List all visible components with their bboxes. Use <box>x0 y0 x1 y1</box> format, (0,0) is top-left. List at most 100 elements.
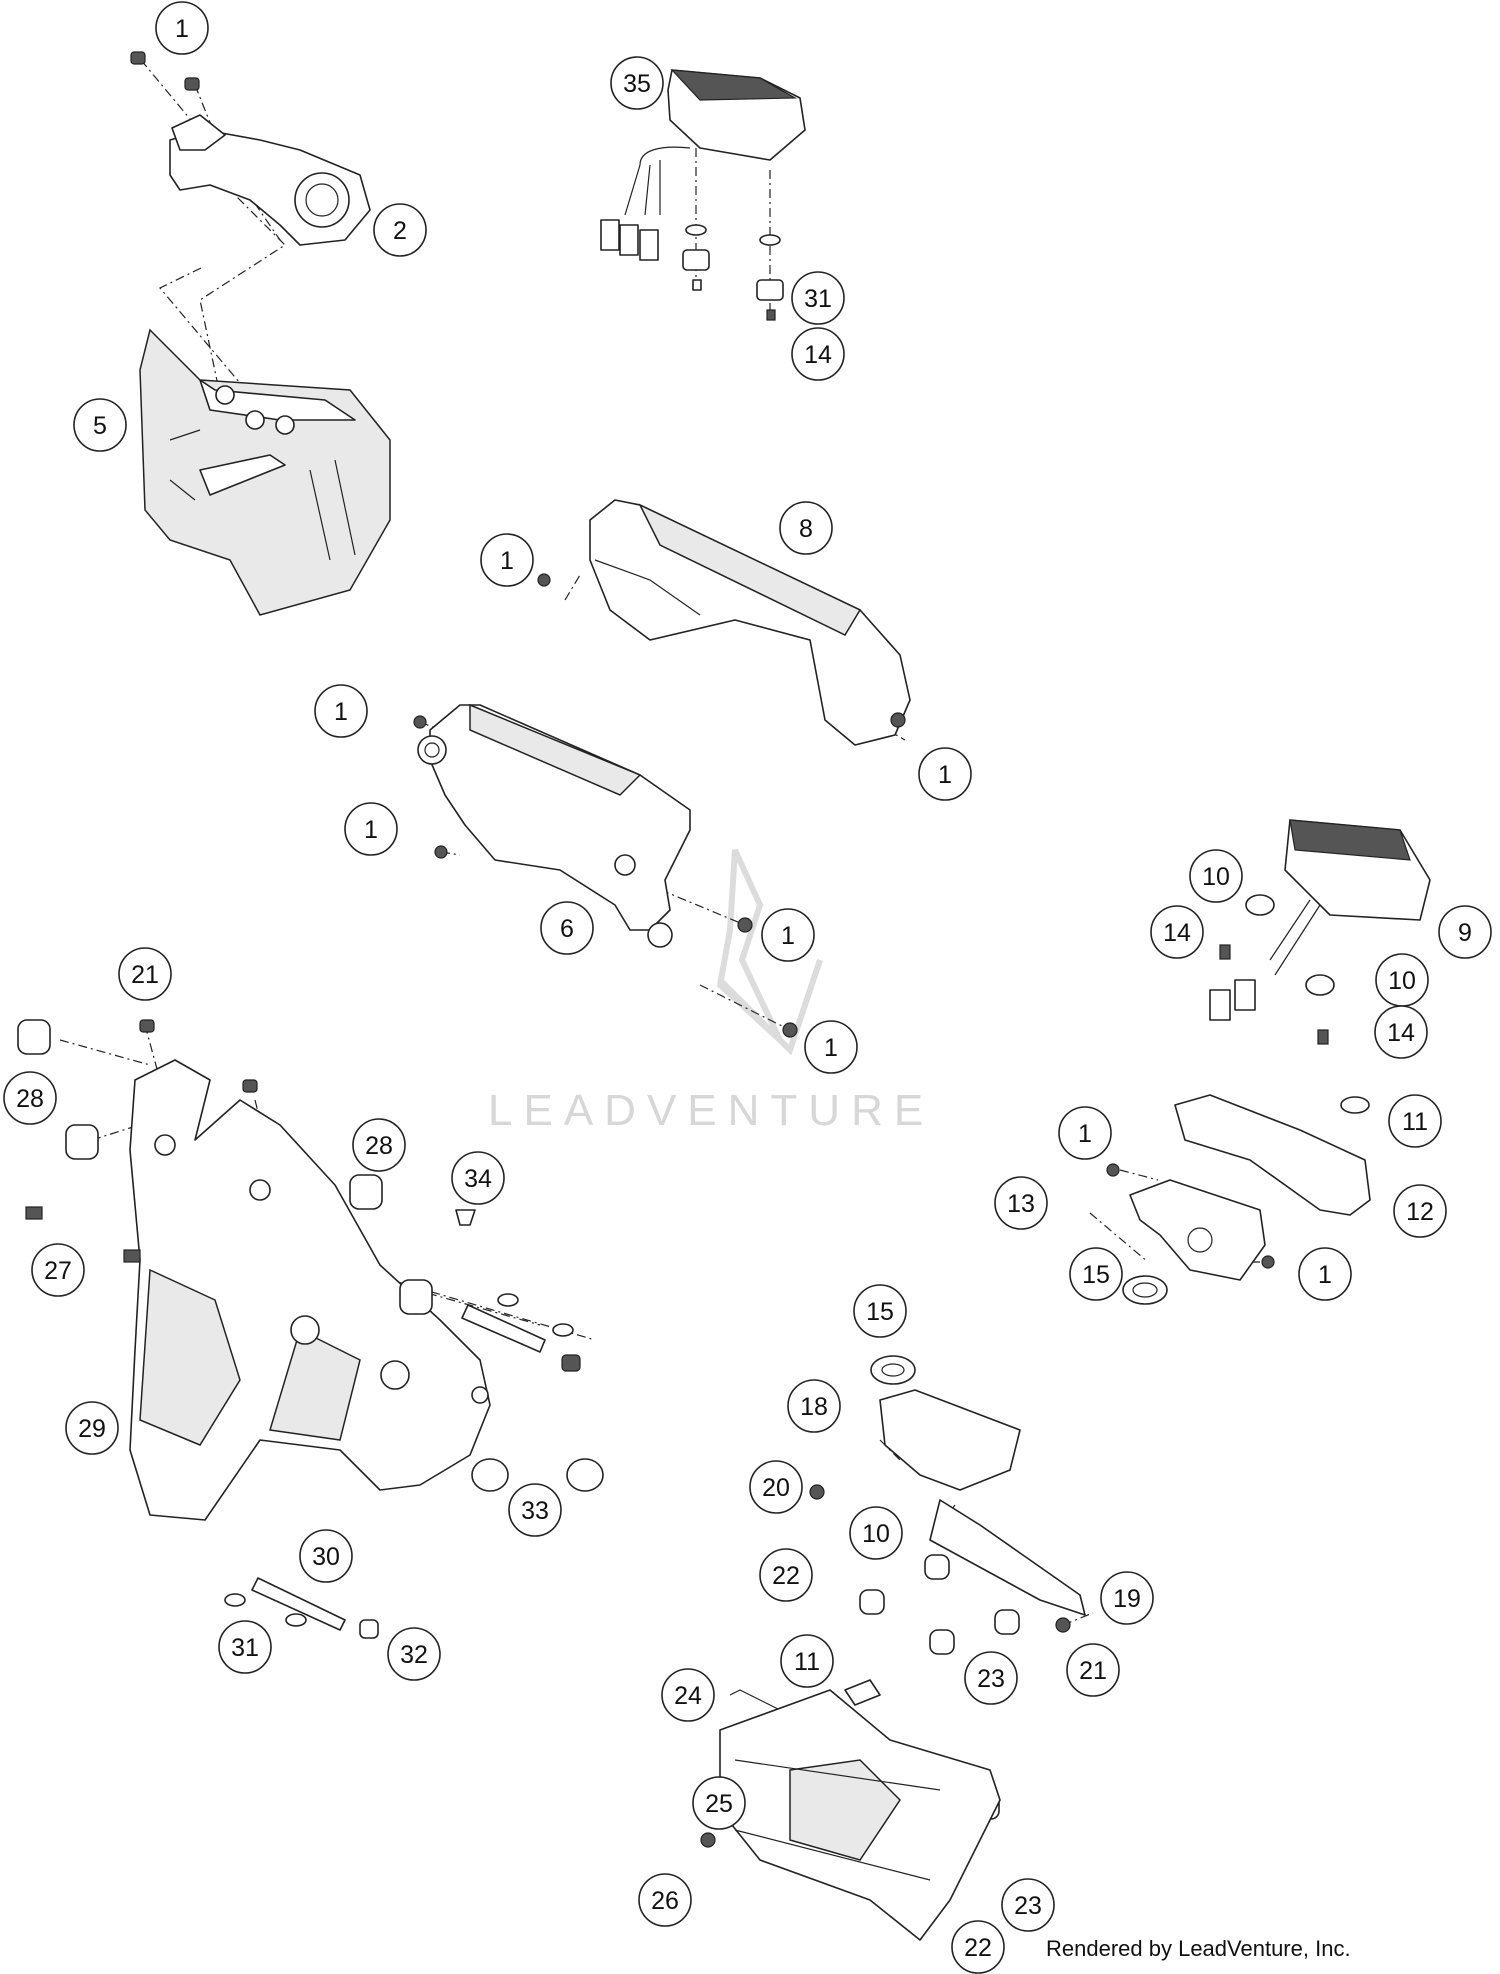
watermark-text: LEADVENTURE <box>488 1086 934 1135</box>
callout-number: 1 <box>500 547 514 575</box>
callout-circle <box>218 1620 272 1674</box>
callout-circle <box>610 56 664 110</box>
callout-circle <box>1150 905 1204 959</box>
hardware-parts-30-34 <box>224 1209 604 1639</box>
callout-11: 11 <box>780 1634 834 1688</box>
bracket-part-6 <box>413 703 798 1038</box>
leadventure-watermark: LEADVENTURE <box>488 848 934 1135</box>
callout-28: 28 <box>352 1118 406 1172</box>
callout-circle <box>73 398 127 452</box>
callout-number: 25 <box>705 1790 733 1818</box>
callout-number: 10 <box>1202 863 1230 891</box>
callout-9: 9 <box>1438 905 1492 959</box>
callout-circle <box>1066 1643 1120 1697</box>
callout-31: 31 <box>791 271 845 325</box>
callout-33: 33 <box>508 1483 562 1537</box>
callout-14: 14 <box>1374 1005 1428 1059</box>
frame-part-29 <box>17 1019 491 1521</box>
callout-1: 1 <box>761 908 815 962</box>
callout-number: 29 <box>78 1415 106 1443</box>
callout-2: 2 <box>373 203 427 257</box>
callout-number: 14 <box>804 341 832 369</box>
callout-number: 10 <box>862 1520 890 1548</box>
callout-circle <box>1100 1571 1154 1625</box>
callout-number: 28 <box>16 1085 44 1113</box>
callout-circle <box>638 1873 692 1927</box>
callout-22: 22 <box>951 1920 1005 1974</box>
callout-number: 33 <box>521 1497 549 1525</box>
callout-circle <box>787 1379 841 1433</box>
callout-10: 10 <box>1375 953 1429 1007</box>
callout-26: 26 <box>638 1873 692 1927</box>
display-part-9 <box>1209 819 1431 1045</box>
callout-10: 10 <box>849 1506 903 1560</box>
callout-circle <box>3 1071 57 1125</box>
callout-number: 35 <box>623 70 651 98</box>
callout-circle <box>661 1668 715 1722</box>
callout-31: 31 <box>218 1620 272 1674</box>
callout-circle <box>1298 1247 1352 1301</box>
callout-6: 6 <box>540 901 594 955</box>
callout-circle <box>804 1020 858 1074</box>
callout-circle <box>994 1176 1048 1230</box>
callout-circle <box>964 1651 1018 1705</box>
callout-circle <box>1001 1878 1055 1932</box>
callout-number: 13 <box>1007 1190 1035 1218</box>
callout-15: 15 <box>1069 1247 1123 1301</box>
callout-25: 25 <box>692 1776 746 1830</box>
callout-14: 14 <box>791 327 845 381</box>
callout-1: 1 <box>155 1 209 55</box>
callout-circle <box>387 1627 441 1681</box>
callout-number: 5 <box>93 412 107 440</box>
callout-number: 14 <box>1163 919 1191 947</box>
callout-circle <box>299 1529 353 1583</box>
callout-23: 23 <box>1001 1878 1055 1932</box>
callout-circle <box>1058 1106 1112 1160</box>
callout-8: 8 <box>779 501 833 555</box>
callout-number: 1 <box>175 15 189 43</box>
callout-circle <box>759 1548 813 1602</box>
callout-number: 15 <box>1082 1261 1110 1289</box>
callout-number: 12 <box>1406 1198 1434 1226</box>
callout-number: 11 <box>1402 1108 1428 1136</box>
callout-circle <box>761 908 815 962</box>
callout-number: 1 <box>938 761 952 789</box>
callout-11: 11 <box>1388 1094 1442 1148</box>
callout-34: 34 <box>451 1151 505 1205</box>
callout-circle <box>540 901 594 955</box>
callout-circle <box>352 1118 406 1172</box>
instrument-part-35 <box>600 69 806 321</box>
callout-24: 24 <box>661 1668 715 1722</box>
callout-circle <box>849 1506 903 1560</box>
callout-circle <box>1388 1094 1442 1148</box>
callout-circle <box>918 747 972 801</box>
callout-number: 8 <box>799 515 813 543</box>
callout-circle <box>749 1460 803 1514</box>
callout-circle <box>1393 1184 1447 1238</box>
callout-circle <box>1069 1247 1123 1301</box>
callout-circle <box>779 501 833 555</box>
callout-number: 34 <box>464 1165 492 1193</box>
callout-1: 1 <box>1298 1247 1352 1301</box>
callout-19: 19 <box>1100 1571 1154 1625</box>
callout-number: 1 <box>824 1034 838 1062</box>
callout-number: 23 <box>977 1665 1005 1693</box>
callout-number: 31 <box>804 285 832 313</box>
callout-21: 21 <box>118 947 172 1001</box>
callout-number: 10 <box>1388 967 1416 995</box>
callout-1: 1 <box>480 533 534 587</box>
housing-part-5 <box>139 328 391 616</box>
callout-number: 32 <box>400 1641 428 1669</box>
callout-number: 14 <box>1387 1019 1415 1047</box>
callout-21: 21 <box>1066 1643 1120 1697</box>
callout-15: 15 <box>853 1284 907 1338</box>
callout-number: 21 <box>131 961 159 989</box>
callout-circle <box>480 533 534 587</box>
callout-number: 2 <box>393 217 407 245</box>
callout-number: 18 <box>800 1393 828 1421</box>
callout-circle <box>780 1634 834 1688</box>
callout-number: 31 <box>231 1634 259 1662</box>
callout-35: 35 <box>610 56 664 110</box>
cover-part-12 <box>1174 1094 1371 1216</box>
